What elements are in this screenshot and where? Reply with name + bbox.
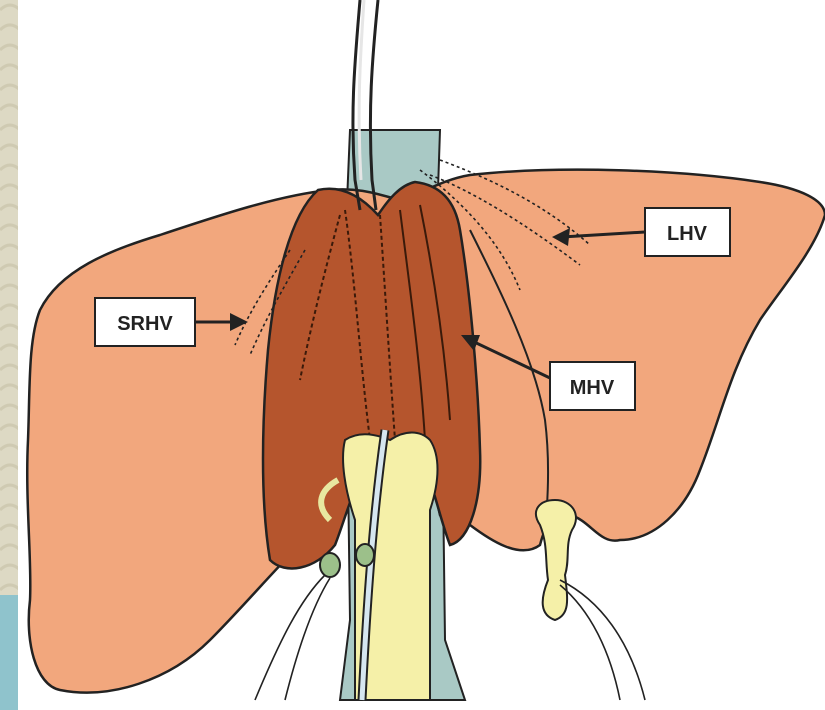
srhv-label-box: SRHV xyxy=(95,298,195,346)
srhv-label: SRHV xyxy=(117,313,173,335)
portal-structure xyxy=(343,433,437,701)
mhv-label: MHV xyxy=(570,377,615,399)
mhv-label-box: MHV xyxy=(550,362,635,410)
lhv-label: LHV xyxy=(667,223,708,245)
background-strip xyxy=(0,595,18,710)
ligature-knot xyxy=(320,553,340,577)
ligature-knot xyxy=(356,544,374,566)
lhv-label-box: LHV xyxy=(645,208,730,256)
